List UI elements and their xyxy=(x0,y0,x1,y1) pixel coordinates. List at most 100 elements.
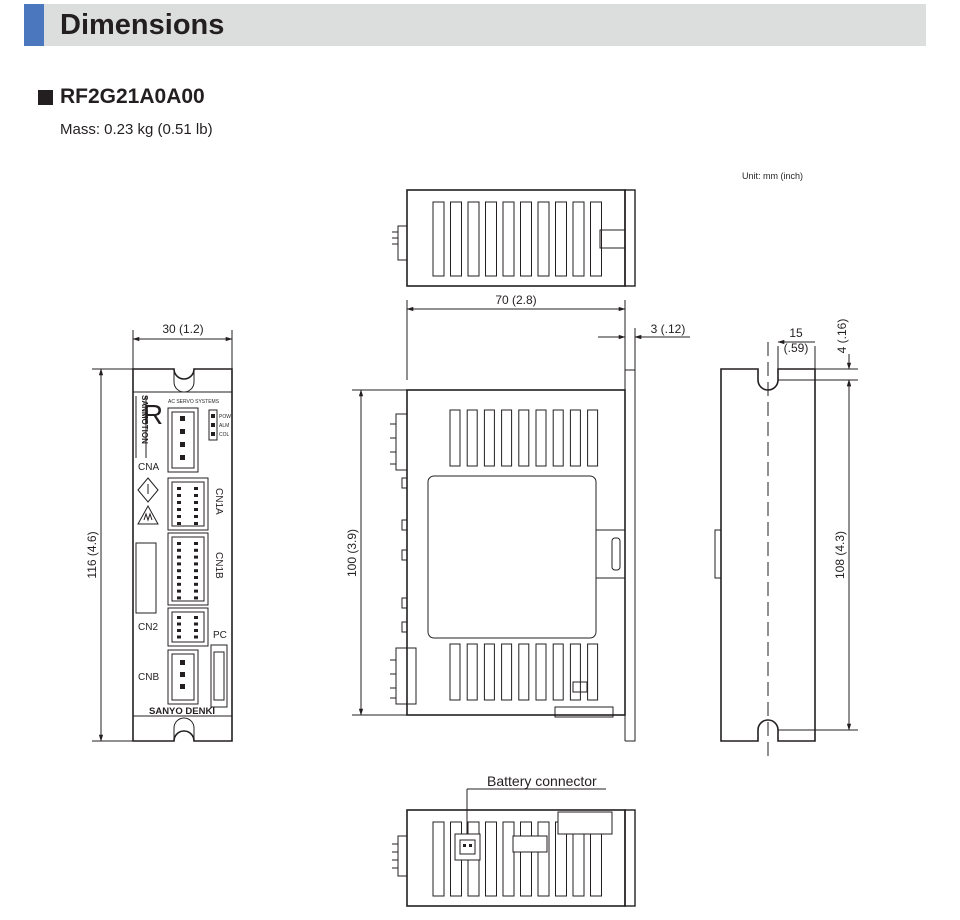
mass-text: Mass: 0.23 kg (0.51 lb) xyxy=(60,121,213,138)
dimension-label-108: 108 (4.3) xyxy=(833,531,847,579)
connector-pin xyxy=(177,487,181,490)
vent-slot xyxy=(555,201,567,277)
connector-pin xyxy=(194,508,198,511)
vent-slot xyxy=(590,201,602,277)
vent-slot xyxy=(537,201,550,277)
connector-pin xyxy=(177,542,181,545)
connector-pin xyxy=(194,596,198,600)
vent-slot xyxy=(501,409,513,467)
connector-pin xyxy=(177,494,181,497)
cnb-label: CNB xyxy=(138,672,159,683)
connector-pin xyxy=(194,501,198,504)
connector-pin xyxy=(177,616,181,619)
dimension-height-116: 116 (4.6) xyxy=(85,368,133,742)
dimension-label-3: 3 (.12) xyxy=(651,322,686,336)
connector-pin xyxy=(177,635,181,639)
vent-slot xyxy=(432,821,445,897)
brand-vertical: SANMOTION xyxy=(140,395,149,444)
brand-letter: R xyxy=(143,399,163,430)
unit-note: Unit: mm (inch) xyxy=(742,171,803,181)
connector-pin xyxy=(177,596,181,600)
vent-slot xyxy=(502,821,515,897)
header-accent-bar xyxy=(24,4,44,46)
warning-icon xyxy=(137,477,159,503)
vent-slot xyxy=(466,409,478,467)
battery-connector-callout: Battery connector xyxy=(487,773,597,789)
vent-slot xyxy=(552,409,564,467)
vent-slot xyxy=(537,821,550,897)
model-title: RF2G21A0A00 xyxy=(60,85,205,108)
connector-pin xyxy=(177,589,181,593)
connector-pin xyxy=(194,542,198,545)
cn1a-label: CN1A xyxy=(213,488,224,515)
vent-slot xyxy=(483,643,495,701)
cn2-label: CN2 xyxy=(138,622,158,633)
led-label-alm: ALM xyxy=(219,423,229,429)
dimension-label-116: 116 (4.6) xyxy=(85,531,99,578)
vent-slot xyxy=(569,643,581,701)
connector-pin xyxy=(177,548,181,552)
connector-pin xyxy=(194,635,198,639)
dimension-width-70: 70 (2.8) xyxy=(406,293,626,380)
connector-pin xyxy=(177,629,181,632)
connector-pin xyxy=(177,562,181,566)
connector-pin xyxy=(194,494,198,497)
connector-pin xyxy=(177,576,181,579)
connector-pin xyxy=(177,622,181,626)
dimension-flange-3: 3 (.12) xyxy=(598,322,690,370)
vent-slot xyxy=(518,409,530,467)
vent-slot xyxy=(518,643,530,701)
vent-slot xyxy=(449,409,461,467)
led-label-pow: POW xyxy=(219,414,231,420)
top-view xyxy=(392,189,636,287)
vent-slot xyxy=(535,409,547,467)
rear-view xyxy=(714,342,816,760)
vent-slot xyxy=(483,409,495,467)
connector-pin xyxy=(194,569,198,573)
connector-pin xyxy=(194,576,198,579)
dimension-height-100: 100 (3.9) xyxy=(345,389,407,716)
vent-slot xyxy=(572,201,585,277)
section-bullet-square xyxy=(38,90,53,105)
dimension-label-70: 70 (2.8) xyxy=(495,293,536,307)
bottom-view: Battery connector xyxy=(392,773,636,907)
caution-hot-icon xyxy=(137,504,159,525)
vent-slot xyxy=(485,201,497,277)
vent-slot xyxy=(450,201,462,277)
connector-pin xyxy=(194,582,198,586)
connector-pin xyxy=(194,515,198,518)
vent-slot xyxy=(587,643,599,701)
connector-pin xyxy=(194,487,198,490)
vent-slot xyxy=(467,201,480,277)
connector-pin xyxy=(194,589,198,593)
dimension-label-4: 4 (.16) xyxy=(835,319,849,354)
cna-label: CNA xyxy=(138,462,159,473)
dimension-label-059: (.59) xyxy=(784,341,809,355)
system-label: AC SERVO SYSTEMS xyxy=(168,399,220,405)
connector-pin xyxy=(177,582,181,586)
cn1b-label: CN1B xyxy=(213,552,224,579)
vent-slot xyxy=(501,643,513,701)
side-view xyxy=(390,369,636,742)
connector-pin xyxy=(177,515,181,518)
page-title: Dimensions xyxy=(60,9,225,41)
connector-pin xyxy=(177,508,181,511)
battery-connector xyxy=(454,833,481,861)
connector-pin xyxy=(177,522,181,525)
vent-slot xyxy=(552,643,564,701)
vent-slot xyxy=(587,409,599,467)
connector-pin xyxy=(177,501,181,504)
connector-pin xyxy=(194,555,198,559)
connector-pin xyxy=(194,629,198,632)
header-band xyxy=(24,4,926,46)
dimension-pitch-108: 108 (4.3) xyxy=(778,379,858,731)
dimension-label-30: 30 (1.2) xyxy=(162,322,203,336)
vent-slot xyxy=(502,201,515,277)
connector-pin xyxy=(194,548,198,552)
connector-pin xyxy=(194,522,198,525)
connector-pin xyxy=(194,616,198,619)
led-label-col: COL xyxy=(219,432,230,438)
dimension-label-15: 15 xyxy=(789,326,803,340)
vent-slot xyxy=(485,821,497,897)
